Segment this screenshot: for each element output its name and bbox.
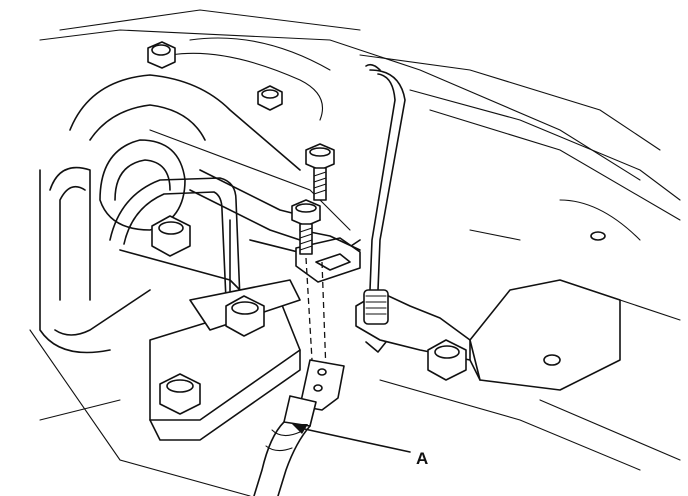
frame-hole <box>590 231 606 241</box>
bolt-right <box>427 339 467 381</box>
right-bracket <box>469 231 621 391</box>
bolt-lower <box>291 199 321 255</box>
harness-cable <box>365 63 406 291</box>
bolt-top-left <box>147 41 176 69</box>
bolt-plate-upper <box>225 295 265 337</box>
bolt-plate-lower <box>159 373 201 415</box>
callout-a: A <box>292 424 428 468</box>
bolt-upper <box>305 143 335 201</box>
engine-mount-bracket <box>49 74 361 336</box>
terminal-hole-upper <box>317 368 327 376</box>
bolt-top-center <box>257 85 283 111</box>
mount-plate <box>149 279 301 441</box>
callout-label-a: A <box>416 449 428 468</box>
terminal-hole-lower <box>313 384 323 392</box>
bolts-installed <box>291 143 335 255</box>
bracket-hole <box>543 354 561 366</box>
bolt-mount-center <box>151 215 191 257</box>
brace-pipe <box>109 177 241 301</box>
ground-cable <box>253 359 345 496</box>
alignment-guides <box>305 257 327 373</box>
bolt-heads <box>147 41 283 415</box>
